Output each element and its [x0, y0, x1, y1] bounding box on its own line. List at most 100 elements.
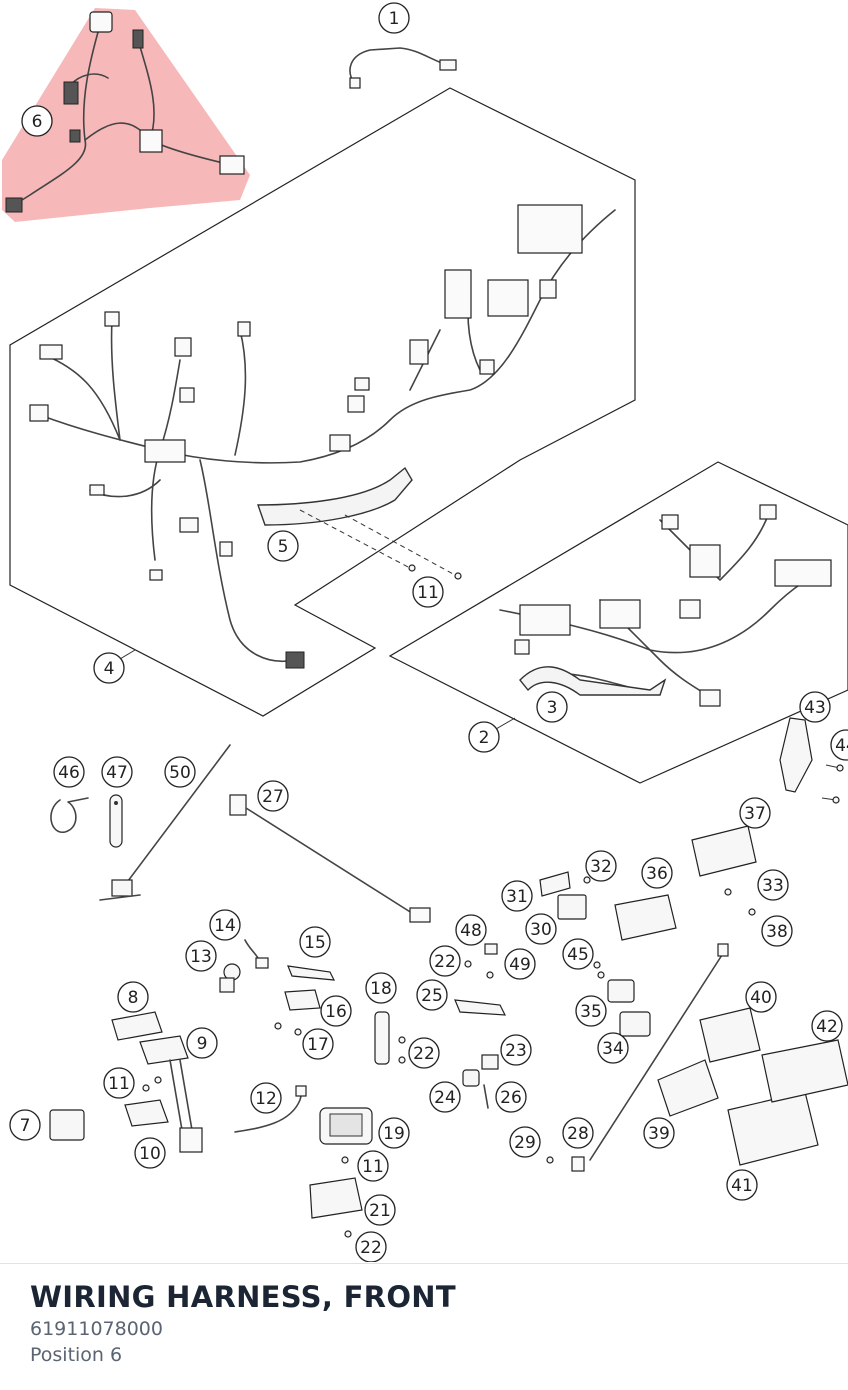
callout-34[interactable]: 34 [597, 1032, 629, 1064]
part-17-screws[interactable] [274, 1022, 302, 1036]
callout-9[interactable]: 9 [186, 1027, 218, 1059]
part-15-bracket[interactable] [287, 965, 336, 981]
part-34-connector[interactable] [619, 1011, 651, 1037]
callout-44[interactable]: 44 [830, 729, 848, 761]
callout-14[interactable]: 14 [209, 909, 241, 941]
callout-29[interactable]: 29 [509, 1126, 541, 1158]
callout-38[interactable]: 38 [761, 915, 793, 947]
part-19-display[interactable] [319, 1107, 373, 1145]
part-38-washer[interactable] [748, 908, 756, 916]
callout-18[interactable]: 18 [365, 972, 397, 1004]
part-27-cable[interactable] [229, 794, 431, 923]
part-11-screw-bottom[interactable] [341, 1156, 349, 1164]
callout-11c[interactable]: 11 [357, 1150, 389, 1182]
part-43-cover[interactable] [779, 717, 813, 793]
callout-21[interactable]: 21 [364, 1194, 396, 1226]
part-5-cable-guide[interactable] [257, 466, 456, 576]
callout-11b[interactable]: 11 [103, 1067, 135, 1099]
part-47-strap[interactable] [109, 794, 123, 848]
callout-33[interactable]: 33 [757, 869, 789, 901]
callout-30[interactable]: 30 [525, 913, 557, 945]
callout-49[interactable]: 49 [504, 948, 536, 980]
callout-12[interactable]: 12 [250, 1082, 282, 1114]
callout-13[interactable]: 13 [185, 940, 217, 972]
part-31-bracket[interactable] [539, 871, 571, 897]
callout-7[interactable]: 7 [9, 1109, 41, 1141]
part-36-unit[interactable] [614, 894, 677, 941]
part-21-holder[interactable] [309, 1177, 363, 1219]
callout-50[interactable]: 50 [164, 756, 196, 788]
callout-22b[interactable]: 22 [408, 1037, 440, 1069]
part-7-module[interactable] [49, 1109, 85, 1141]
part-30-module[interactable] [557, 894, 587, 920]
callout-8[interactable]: 8 [117, 981, 149, 1013]
callout-42[interactable]: 42 [811, 1010, 843, 1042]
callout-6[interactable]: 6 [21, 105, 53, 137]
part-14-connector[interactable] [244, 939, 269, 969]
callout-46[interactable]: 46 [53, 756, 85, 788]
callout-25[interactable]: 25 [416, 979, 448, 1011]
callout-5[interactable]: 5 [267, 530, 299, 562]
part-13-socket[interactable] [219, 963, 241, 993]
part-4-main-harness[interactable] [29, 204, 616, 669]
highlight-part-6[interactable] [2, 8, 250, 222]
callout-22a[interactable]: 22 [429, 945, 461, 977]
part-26-pin[interactable] [483, 1084, 489, 1109]
part-32-nut[interactable] [583, 876, 591, 884]
callout-3[interactable]: 3 [536, 691, 568, 723]
part-11-screws-left[interactable] [142, 1076, 162, 1092]
callout-36[interactable]: 36 [641, 857, 673, 889]
callout-16[interactable]: 16 [320, 995, 352, 1027]
callout-31[interactable]: 31 [501, 880, 533, 912]
part-11-screws-top[interactable] [408, 564, 462, 580]
callout-40[interactable]: 40 [745, 981, 777, 1013]
part-10-bracket[interactable] [124, 1099, 169, 1127]
part-42-ecu[interactable] [761, 1039, 848, 1103]
callout-47[interactable]: 47 [101, 756, 133, 788]
callout-27[interactable]: 27 [257, 780, 289, 812]
callout-35[interactable]: 35 [575, 995, 607, 1027]
part-40-housing[interactable] [699, 1007, 761, 1063]
callout-26[interactable]: 26 [495, 1081, 527, 1113]
callout-39[interactable]: 39 [643, 1117, 675, 1149]
part-29-screw[interactable] [546, 1156, 554, 1164]
part-46-cable-tie[interactable] [50, 797, 89, 833]
callout-2[interactable]: 2 [468, 721, 500, 753]
callout-22c[interactable]: 22 [355, 1231, 387, 1262]
callout-37[interactable]: 37 [739, 797, 771, 829]
callout-11a[interactable]: 11 [412, 576, 444, 608]
callout-15[interactable]: 15 [299, 926, 331, 958]
part-22-screw-upper[interactable] [464, 960, 472, 968]
part-2-harness[interactable] [499, 504, 832, 707]
part-35-connector[interactable] [607, 979, 635, 1003]
part-22-screw-bottom[interactable] [344, 1230, 352, 1238]
callout-10[interactable]: 10 [134, 1137, 166, 1169]
part-1-cable[interactable] [349, 47, 457, 89]
part-23-connector[interactable] [481, 1054, 499, 1070]
part-9-sensor[interactable] [139, 1035, 203, 1153]
callout-45[interactable]: 45 [562, 938, 594, 970]
callout-28[interactable]: 28 [562, 1117, 594, 1149]
part-39-module[interactable] [657, 1059, 719, 1117]
callout-43[interactable]: 43 [799, 691, 831, 723]
part-37-unit[interactable] [691, 825, 757, 877]
callout-17[interactable]: 17 [302, 1028, 334, 1060]
part-8-bracket[interactable] [111, 1011, 163, 1041]
part-24-plug[interactable] [462, 1069, 480, 1087]
part-18-strip[interactable] [374, 1011, 390, 1065]
part-25-bracket[interactable] [454, 999, 507, 1016]
callout-32[interactable]: 32 [585, 850, 617, 882]
part-45-nuts[interactable] [593, 961, 605, 979]
part-28-cable[interactable] [571, 943, 729, 1172]
callout-41[interactable]: 41 [726, 1169, 758, 1201]
part-6-front-harness[interactable] [5, 11, 245, 213]
part-41-ecu[interactable] [727, 1091, 819, 1166]
part-44-screws[interactable] [821, 764, 844, 804]
part-50-long-tie[interactable] [99, 744, 231, 901]
part-12-cable[interactable] [234, 1085, 307, 1133]
part-48-clip[interactable] [484, 943, 498, 955]
part-22-screws-mid[interactable] [398, 1036, 406, 1064]
callout-1[interactable]: 1 [378, 2, 410, 34]
callout-24[interactable]: 24 [429, 1081, 461, 1113]
part-33-screw[interactable] [724, 888, 732, 896]
